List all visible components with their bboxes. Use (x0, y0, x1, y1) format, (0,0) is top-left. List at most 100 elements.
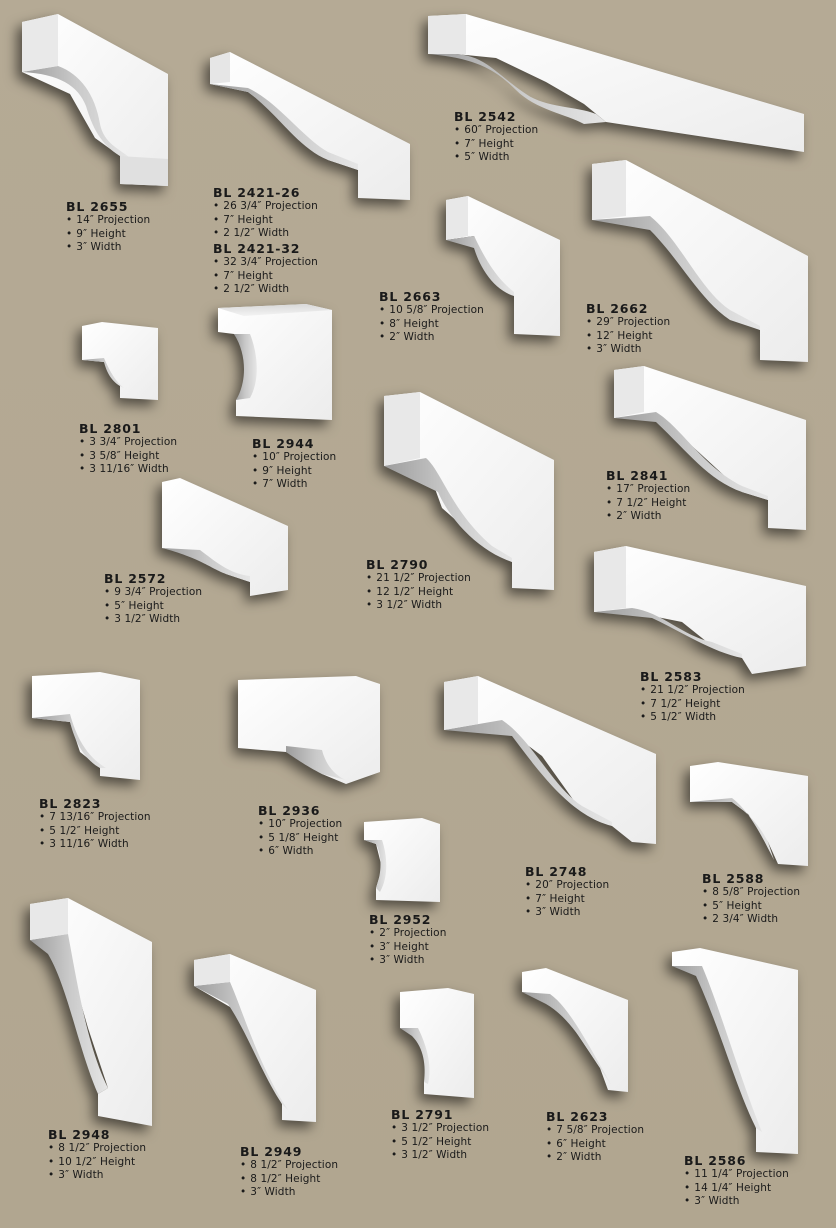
model-number: BL 2748 (525, 864, 588, 879)
spec-width: 2″ Width (546, 1151, 644, 1165)
spec-height: 7 1/2″ Height (606, 497, 690, 511)
spec-width: 3 11/16″ Width (39, 838, 151, 852)
bracket-image-bl-2655 (20, 14, 170, 189)
spec-height: 5 1/8″ Height (258, 832, 342, 846)
spec-bl-2823: BL 2823 7 13/16″ Projection 5 1/2″ Heigh… (39, 797, 151, 852)
spec-bl-2623: BL 2623 7 5/8″ Projection 6″ Height 2″ W… (546, 1110, 644, 1165)
spec-bl-2748: BL 2748 20″ Projection 7″ Height 3″ Widt… (525, 865, 609, 920)
spec-width: 3″ Width (369, 954, 446, 968)
spec-bl-2421-32: BL 2421-32 32 3/4″ Projection 7″ Height … (213, 242, 318, 297)
spec-projection: 14″ Projection (66, 214, 150, 228)
bracket-image-bl-2623 (520, 968, 630, 1094)
model-number: BL 2791 (391, 1107, 454, 1122)
spec-height: 9″ Height (252, 465, 336, 479)
spec-projection: 3 1/2″ Projection (391, 1122, 489, 1136)
spec-projection: 7 13/16″ Projection (39, 811, 151, 825)
model-number: BL 2583 (640, 669, 703, 684)
bracket-image-bl-2588 (688, 762, 810, 868)
spec-bl-2791: BL 2791 3 1/2″ Projection 5 1/2″ Height … (391, 1108, 489, 1163)
spec-bl-2586: BL 2586 11 1/4″ Projection 14 1/4″ Heigh… (684, 1154, 789, 1209)
bracket-image-bl-2748 (442, 676, 658, 846)
spec-width: 3 1/2″ Width (366, 599, 471, 613)
model-number: BL 2655 (66, 199, 129, 214)
model-number: BL 2588 (702, 871, 765, 886)
bracket-image-bl-2944 (216, 304, 334, 422)
spec-bl-2588: BL 2588 8 5/8″ Projection 5″ Height 2 3/… (702, 872, 800, 927)
spec-height: 5″ Height (702, 900, 800, 914)
model-number: BL 2949 (240, 1144, 303, 1159)
model-number: BL 2790 (366, 557, 429, 572)
spec-height: 12 1/2″ Height (366, 586, 471, 600)
spec-projection: 11 1/4″ Projection (684, 1168, 789, 1182)
bracket-image-bl-2542 (426, 14, 806, 154)
spec-bl-2801: BL 2801 3 3/4″ Projection 3 5/8″ Height … (79, 422, 177, 477)
model-number: BL 2944 (252, 436, 315, 451)
model-number: BL 2421-26 (213, 185, 301, 200)
model-number: BL 2663 (379, 289, 442, 304)
spec-height: 8″ Height (379, 318, 484, 332)
spec-bl-2655: BL 2655 14″ Projection 9″ Height 3″ Widt… (66, 200, 150, 255)
spec-height: 5″ Height (104, 600, 202, 614)
bracket-image-bl-2790 (382, 392, 557, 592)
spec-width: 3 1/2″ Width (104, 613, 202, 627)
spec-width: 2 1/2″ Width (213, 283, 318, 297)
bracket-image-bl-2823 (30, 672, 142, 782)
spec-projection: 21 1/2″ Projection (640, 684, 745, 698)
model-number: BL 2952 (369, 912, 432, 927)
spec-width: 3 1/2″ Width (391, 1149, 489, 1163)
spec-height: 12″ Height (586, 330, 670, 344)
spec-width: 3″ Width (525, 906, 609, 920)
spec-projection: 8 5/8″ Projection (702, 886, 800, 900)
model-number: BL 2662 (586, 301, 649, 316)
spec-height: 3″ Height (369, 941, 446, 955)
spec-width: 3″ Width (48, 1169, 146, 1183)
spec-height: 6″ Height (546, 1138, 644, 1152)
spec-height: 7″ Height (213, 214, 318, 228)
spec-projection: 17″ Projection (606, 483, 690, 497)
spec-projection: 10 5/8″ Projection (379, 304, 484, 318)
spec-width: 2 1/2″ Width (213, 227, 318, 241)
bracket-image-bl-2801 (80, 322, 160, 402)
model-number: BL 2572 (104, 571, 167, 586)
spec-bl-2542: BL 2542 60″ Projection 7″ Height 5″ Widt… (454, 110, 538, 165)
bracket-image-bl-2952 (362, 818, 442, 904)
bracket-image-bl-2572 (160, 478, 290, 598)
bracket-image-bl-2421 (208, 52, 413, 202)
model-number: BL 2801 (79, 421, 142, 436)
spec-width: 7″ Width (252, 478, 336, 492)
spec-bl-2952: BL 2952 2″ Projection 3″ Height 3″ Width (369, 913, 446, 968)
spec-projection: 7 5/8″ Projection (546, 1124, 644, 1138)
spec-bl-2790: BL 2790 21 1/2″ Projection 12 1/2″ Heigh… (366, 558, 471, 613)
model-number: BL 2948 (48, 1127, 111, 1142)
spec-height: 5 1/2″ Height (39, 825, 151, 839)
spec-projection: 29″ Projection (586, 316, 670, 330)
spec-bl-2572: BL 2572 9 3/4″ Projection 5″ Height 3 1/… (104, 572, 202, 627)
bracket-image-bl-2583 (592, 546, 808, 676)
spec-bl-2948: BL 2948 8 1/2″ Projection 10 1/2″ Height… (48, 1128, 146, 1183)
model-number: BL 2586 (684, 1153, 747, 1168)
model-number: BL 2421-32 (213, 241, 301, 256)
bracket-image-bl-2841 (612, 366, 808, 532)
spec-width: 6″ Width (258, 845, 342, 859)
spec-projection: 8 1/2″ Projection (240, 1159, 338, 1173)
bracket-image-bl-2936 (236, 676, 382, 786)
spec-projection: 32 3/4″ Projection (213, 256, 318, 270)
spec-height: 7 1/2″ Height (640, 698, 745, 712)
spec-projection: 8 1/2″ Projection (48, 1142, 146, 1156)
bracket-image-bl-2948 (28, 898, 154, 1128)
spec-height: 14 1/4″ Height (684, 1182, 789, 1196)
spec-projection: 26 3/4″ Projection (213, 200, 318, 214)
spec-width: 5″ Width (454, 151, 538, 165)
spec-height: 5 1/2″ Height (391, 1136, 489, 1150)
model-number: BL 2542 (454, 109, 517, 124)
spec-projection: 9 3/4″ Projection (104, 586, 202, 600)
bracket-image-bl-2949 (192, 954, 318, 1124)
spec-width: 3″ Width (586, 343, 670, 357)
spec-height: 7″ Height (454, 138, 538, 152)
spec-projection: 10″ Projection (252, 451, 336, 465)
spec-projection: 2″ Projection (369, 927, 446, 941)
spec-height: 10 1/2″ Height (48, 1156, 146, 1170)
spec-bl-2949: BL 2949 8 1/2″ Projection 8 1/2″ Height … (240, 1145, 338, 1200)
bracket-image-bl-2791 (398, 988, 476, 1100)
